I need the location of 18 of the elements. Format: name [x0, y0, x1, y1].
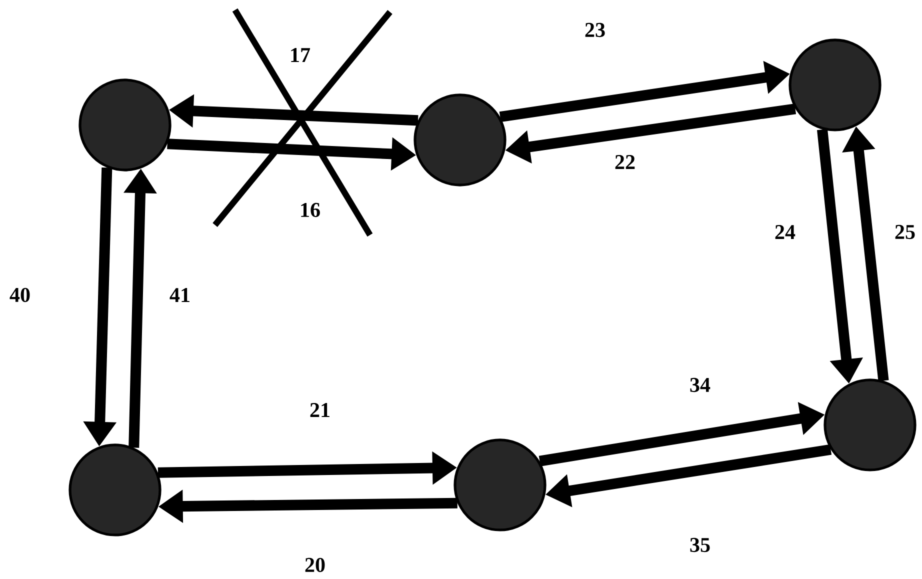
edge-label: 24: [772, 222, 798, 242]
circle-node: [454, 438, 546, 532]
edge-label: 34: [686, 375, 714, 395]
edge-label: 22: [612, 152, 638, 172]
edge-label: 16: [296, 200, 324, 220]
edge-label: 25: [892, 222, 918, 242]
edge-label: 35: [686, 535, 714, 555]
edge-label: 41: [166, 285, 194, 305]
circle-node: [78, 78, 172, 172]
edge-label: 40: [6, 285, 34, 305]
circle-node: [414, 94, 506, 186]
edge-label: 21: [306, 400, 334, 420]
edge-label: 17: [286, 45, 314, 65]
circle-node: [824, 378, 916, 472]
edge-label: 23: [582, 20, 608, 40]
circle-node: [788, 38, 882, 132]
edge-label: 20: [302, 555, 328, 575]
circle-node: [68, 444, 162, 536]
